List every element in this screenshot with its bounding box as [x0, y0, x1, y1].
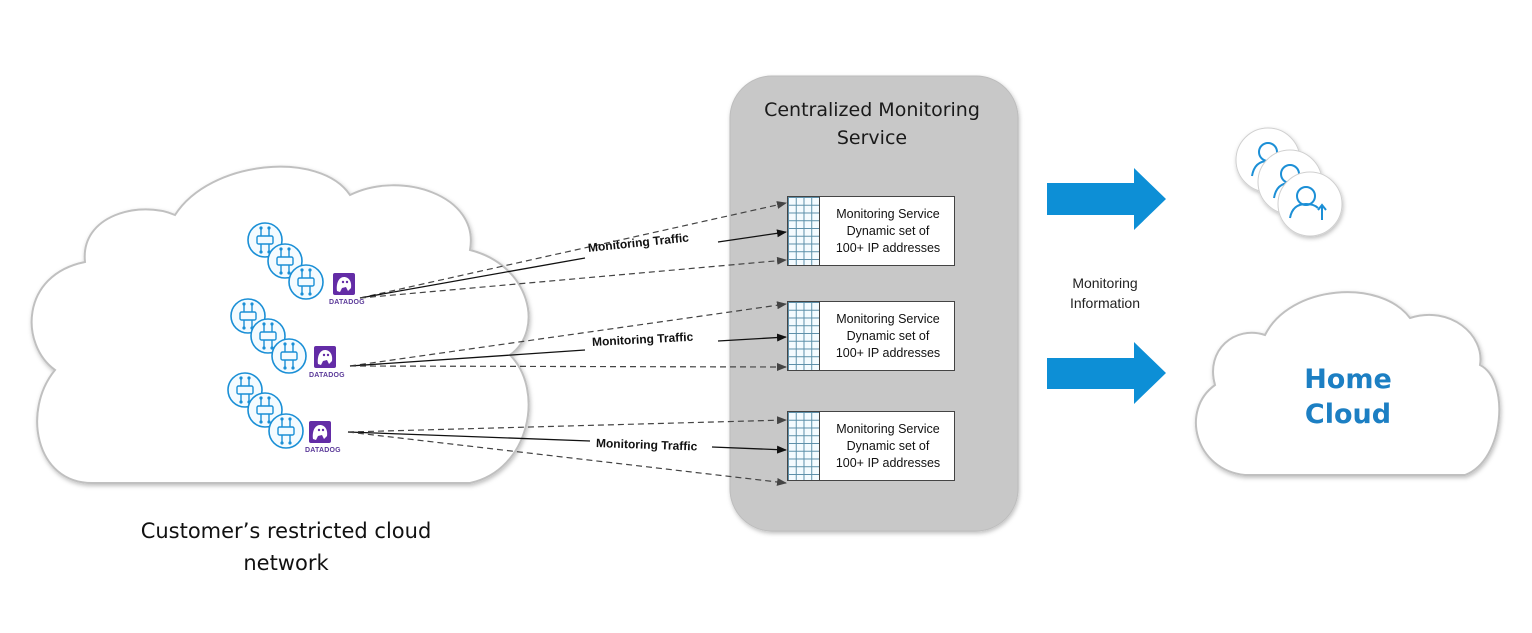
- home-cloud-line-1: Home: [1304, 364, 1392, 395]
- home-cloud-label: Home Cloud: [1248, 362, 1448, 432]
- monitoring-info-line-1: Monitoring: [1072, 275, 1138, 291]
- node-detail: 100+ IP addresses: [835, 456, 941, 470]
- microservice-icon: [288, 264, 324, 300]
- traffic-lines-3: [347, 416, 787, 486]
- monitoring-information-label: Monitoring Information: [1040, 273, 1170, 313]
- microservice-icon: [268, 413, 304, 449]
- customer-label-line-2: network: [243, 551, 329, 575]
- datadog-label-3: DATADOG: [305, 447, 341, 454]
- monitoring-service-node-2: Monitoring Service Dynamic set of 100+ I…: [787, 301, 955, 371]
- microservice-icon: [271, 338, 307, 374]
- node-subtitle: Dynamic set of: [846, 329, 930, 343]
- central-service-title: Centralized Monitoring Service: [764, 99, 980, 149]
- node-subtitle: Dynamic set of: [846, 439, 930, 453]
- users-icon: [1235, 127, 1343, 237]
- datadog-logo-icon: [314, 346, 336, 368]
- datadog-logo-icon: [309, 421, 331, 443]
- home-cloud-line-2: Cloud: [1304, 399, 1392, 430]
- ip-grid-icon: [788, 412, 820, 480]
- traffic-lines-1: [359, 201, 787, 299]
- node-title: Monitoring Service: [836, 312, 940, 326]
- ip-grid-icon: [788, 302, 820, 370]
- node-detail: 100+ IP addresses: [835, 346, 941, 360]
- node-title: Monitoring Service: [836, 422, 940, 436]
- datadog-label-2: DATADOG: [309, 372, 345, 379]
- node-detail: 100+ IP addresses: [835, 241, 941, 255]
- traffic-lines-2: [349, 301, 787, 371]
- node-subtitle: Dynamic set of: [846, 224, 930, 238]
- blue-arrow-upper: [1047, 168, 1166, 230]
- customer-network-label: Customer’s restricted cloud network: [86, 515, 486, 579]
- blue-arrow-lower: [1047, 342, 1166, 404]
- monitoring-service-node-1: Monitoring Service Dynamic set of 100+ I…: [787, 196, 955, 266]
- node-title: Monitoring Service: [836, 207, 940, 221]
- datadog-label-1: DATADOG: [329, 299, 365, 306]
- home-cloud-shape: [1194, 291, 1501, 476]
- monitoring-service-node-3: Monitoring Service Dynamic set of 100+ I…: [787, 411, 955, 481]
- monitoring-info-line-2: Information: [1069, 295, 1141, 311]
- datadog-logo-icon: [333, 273, 355, 295]
- ip-grid-icon: [788, 197, 820, 265]
- customer-label-line-1: Customer’s restricted cloud: [140, 519, 432, 543]
